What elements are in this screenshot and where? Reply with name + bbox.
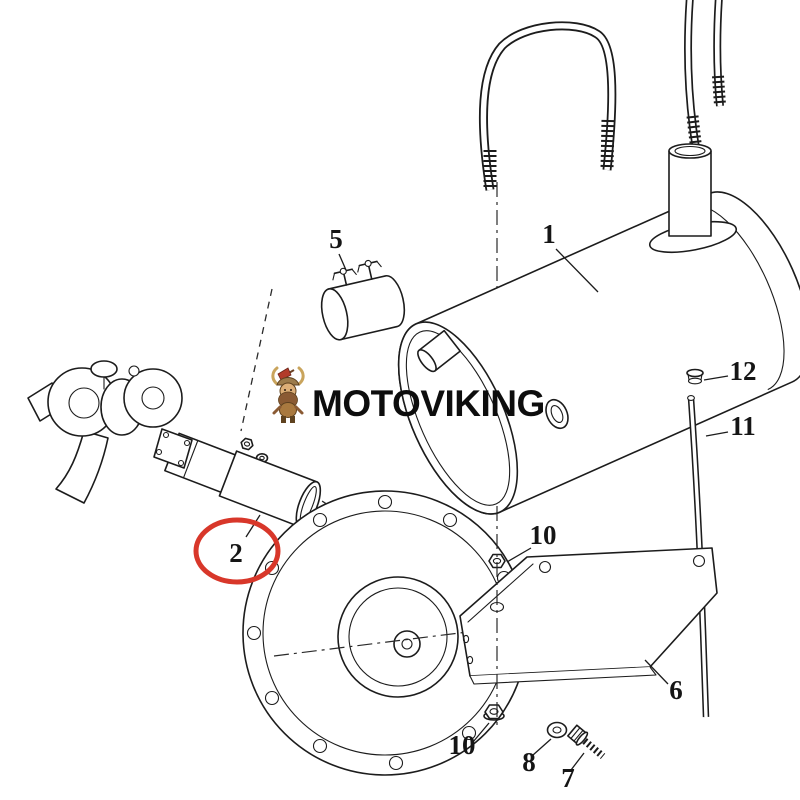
small-nut [240,437,254,451]
callout-bracket: 6 [669,675,683,705]
callout-grommet: 12 [730,356,757,386]
callout-bolt: 7 [561,763,575,793]
u-bolt-left [478,21,617,191]
turbo-outlet-flange [153,428,193,469]
turbocharger [27,360,193,504]
callout-muffler: 1 [542,219,556,249]
clamp-part [320,259,406,341]
bolt-part [567,724,606,759]
callout-nut-upper: 10 [530,520,557,550]
callout-exhaust-pipe: 2 [229,538,243,568]
callout-rod: 11 [730,411,756,441]
callout-washer: 8 [522,747,536,777]
bracket-part [459,547,718,685]
u-bolt-right [684,0,726,149]
callout-clamp: 5 [329,224,343,254]
muffler-inlet-stub [417,329,461,373]
nut-lower-part [483,704,505,721]
muffler-port [545,398,569,430]
stack-pipe [668,150,712,237]
grommet-part [686,368,704,385]
leader-lines [245,248,729,771]
callout-nut-lower: 10 [449,730,476,760]
viking-mascot-icon [271,366,305,423]
washer-part [546,721,568,739]
highlight-ellipse [193,517,281,585]
watermark-text: MOTOVIKING [312,383,545,424]
muffler [397,143,800,515]
